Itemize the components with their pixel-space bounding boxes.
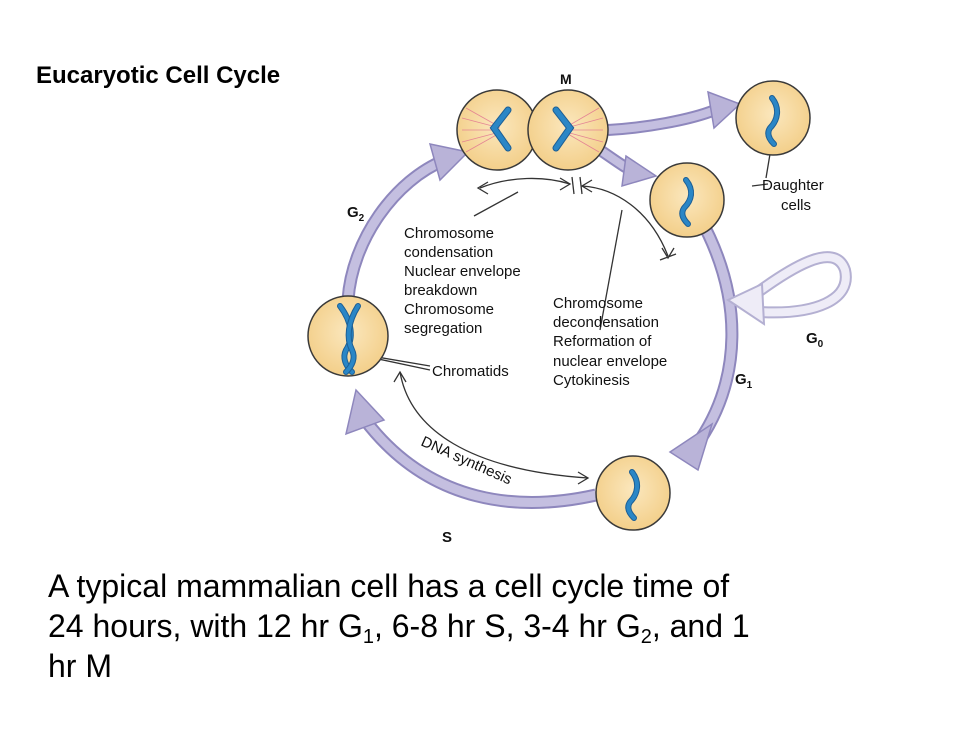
- exit-events-label: Chromosome decondensation Reformation of…: [553, 295, 671, 389]
- phase-label-g0: G0: [806, 330, 824, 350]
- caption-line-1: A typical mammalian cell has a cell cycl…: [48, 568, 730, 604]
- caption: A typical mammalian cell has a cell cycl…: [48, 566, 928, 686]
- s-arc-arrow: [344, 388, 598, 509]
- caption-sub-1: 1: [362, 626, 374, 648]
- mitotic-cell: [456, 89, 609, 171]
- caption-line-3: hr M: [48, 648, 112, 684]
- m-to-g1-cell-arrow: [596, 145, 658, 188]
- daughter-cells-label: Daughter cells: [762, 177, 828, 214]
- chromatids-label: Chromatids: [432, 363, 509, 380]
- m-to-daughter-arrow: [607, 90, 742, 136]
- caption-line-2a: 24 hours, with 12 hr G: [48, 608, 363, 644]
- phase-label-g2: G2: [347, 204, 365, 224]
- g1-arc-arrow: [668, 214, 739, 472]
- mitosis-events-label: Chromosome condensation Nuclear envelope…: [404, 225, 525, 337]
- g2-arc-arrow: [341, 143, 470, 301]
- phase-label-s: S: [442, 529, 452, 546]
- daughter-cell-g1: [649, 162, 725, 238]
- caption-sub-2: 2: [640, 626, 652, 648]
- daughter-cell-upper: [735, 80, 811, 156]
- g2-cell: [307, 295, 389, 377]
- caption-line-2c: , and 1: [651, 608, 750, 644]
- caption-line-2b: , 6-8 hr S, 3-4 hr G: [373, 608, 641, 644]
- phase-label-m: M: [560, 71, 572, 87]
- s-phase-cell: [595, 455, 671, 531]
- phase-label-g1: G1: [735, 371, 753, 391]
- cell-cycle-diagram: M G2 G1 G0 S Daughter cells Chromosome c…: [307, 71, 852, 546]
- slide-title: Eucaryotic Cell Cycle: [36, 62, 281, 89]
- g0-loop-arrow: [725, 251, 852, 326]
